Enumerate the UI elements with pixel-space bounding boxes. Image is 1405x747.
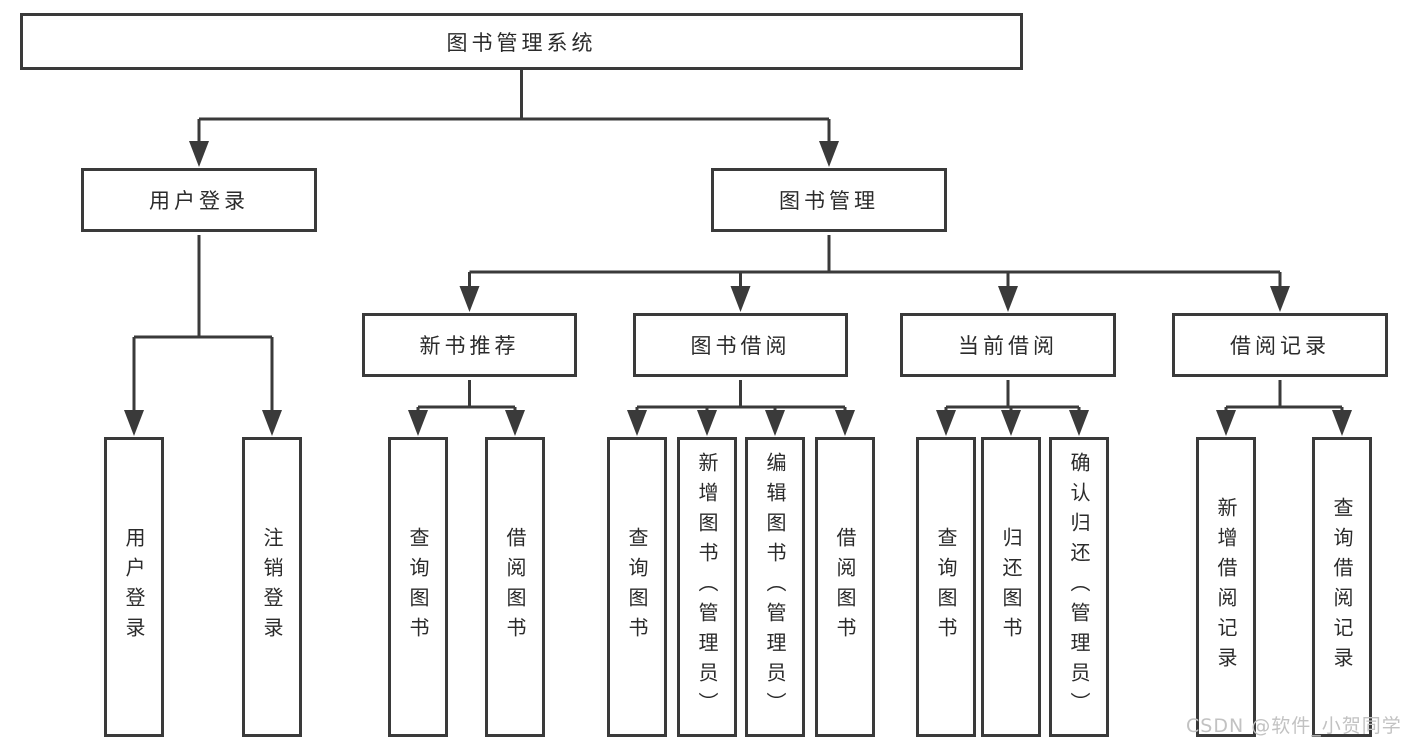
- node-label: 用户登录: [149, 189, 249, 213]
- leaf-query-books-borrow: 查询图书: [607, 437, 667, 737]
- node-label: 注销登录: [260, 527, 284, 647]
- leaf-logout: 注销登录: [242, 437, 302, 737]
- node-label: 查询图书: [625, 527, 649, 647]
- leaf-add-borrow-record: 新增借阅记录: [1196, 437, 1256, 737]
- leaf-query-books-current: 查询图书: [916, 437, 976, 737]
- csdn-watermark: CSDN @软件_小贺同学: [1186, 715, 1402, 737]
- node-label: 图书管理系统: [446, 30, 597, 55]
- leaf-confirm-return-admin: 确认归还（管理员）: [1049, 437, 1109, 737]
- leaf-add-books-admin: 新增图书（管理员）: [677, 437, 737, 737]
- node-label: 图书借阅: [690, 334, 791, 358]
- leaf-return-books: 归还图书: [981, 437, 1041, 737]
- node-label: 查询借阅记录: [1330, 497, 1354, 677]
- connector-root-to-level2: [189, 70, 839, 167]
- node-label: 用户登录: [122, 527, 146, 647]
- node-current-borrow: 当前借阅: [900, 313, 1116, 377]
- leaf-query-books-recommend: 查询图书: [388, 437, 448, 737]
- node-label: 借阅图书: [503, 527, 527, 647]
- connector-current-borrow-children: [936, 380, 1089, 436]
- node-label: 归还图书: [999, 527, 1023, 647]
- connector-book-management-to-level3: [459, 235, 1290, 312]
- node-label: 当前借阅: [958, 334, 1058, 358]
- connector-borrow-records-children: [1216, 380, 1352, 436]
- node-label: 查询图书: [406, 527, 430, 647]
- node-library-management-system: 图书管理系统: [20, 13, 1023, 70]
- node-label: 图书管理: [779, 189, 879, 213]
- node-label: 借阅记录: [1230, 334, 1330, 358]
- node-label: 查询图书: [934, 527, 958, 647]
- node-label: 借阅图书: [833, 527, 857, 647]
- leaf-borrow-books: 借阅图书: [815, 437, 875, 737]
- node-book-management: 图书管理: [711, 168, 947, 232]
- node-label: 新增图书（管理员）: [695, 452, 719, 722]
- node-label: 新增借阅记录: [1214, 497, 1238, 677]
- leaf-user-login: 用户登录: [104, 437, 164, 737]
- node-label: 新书推荐: [419, 334, 520, 358]
- node-new-book-recommend: 新书推荐: [362, 313, 577, 377]
- node-book-borrow: 图书借阅: [633, 313, 848, 377]
- connector-book-borrow-children: [627, 380, 855, 436]
- connector-user-login-children: [124, 235, 282, 436]
- leaf-edit-books-admin: 编辑图书（管理员）: [745, 437, 805, 737]
- node-label: 编辑图书（管理员）: [763, 452, 787, 722]
- leaf-borrow-books-recommend: 借阅图书: [485, 437, 545, 737]
- node-user-login: 用户登录: [81, 168, 317, 232]
- leaf-query-borrow-record: 查询借阅记录: [1312, 437, 1372, 737]
- node-borrow-records: 借阅记录: [1172, 313, 1388, 377]
- connector-new-book-recommend-children: [408, 380, 525, 436]
- node-label: 确认归还（管理员）: [1067, 452, 1091, 722]
